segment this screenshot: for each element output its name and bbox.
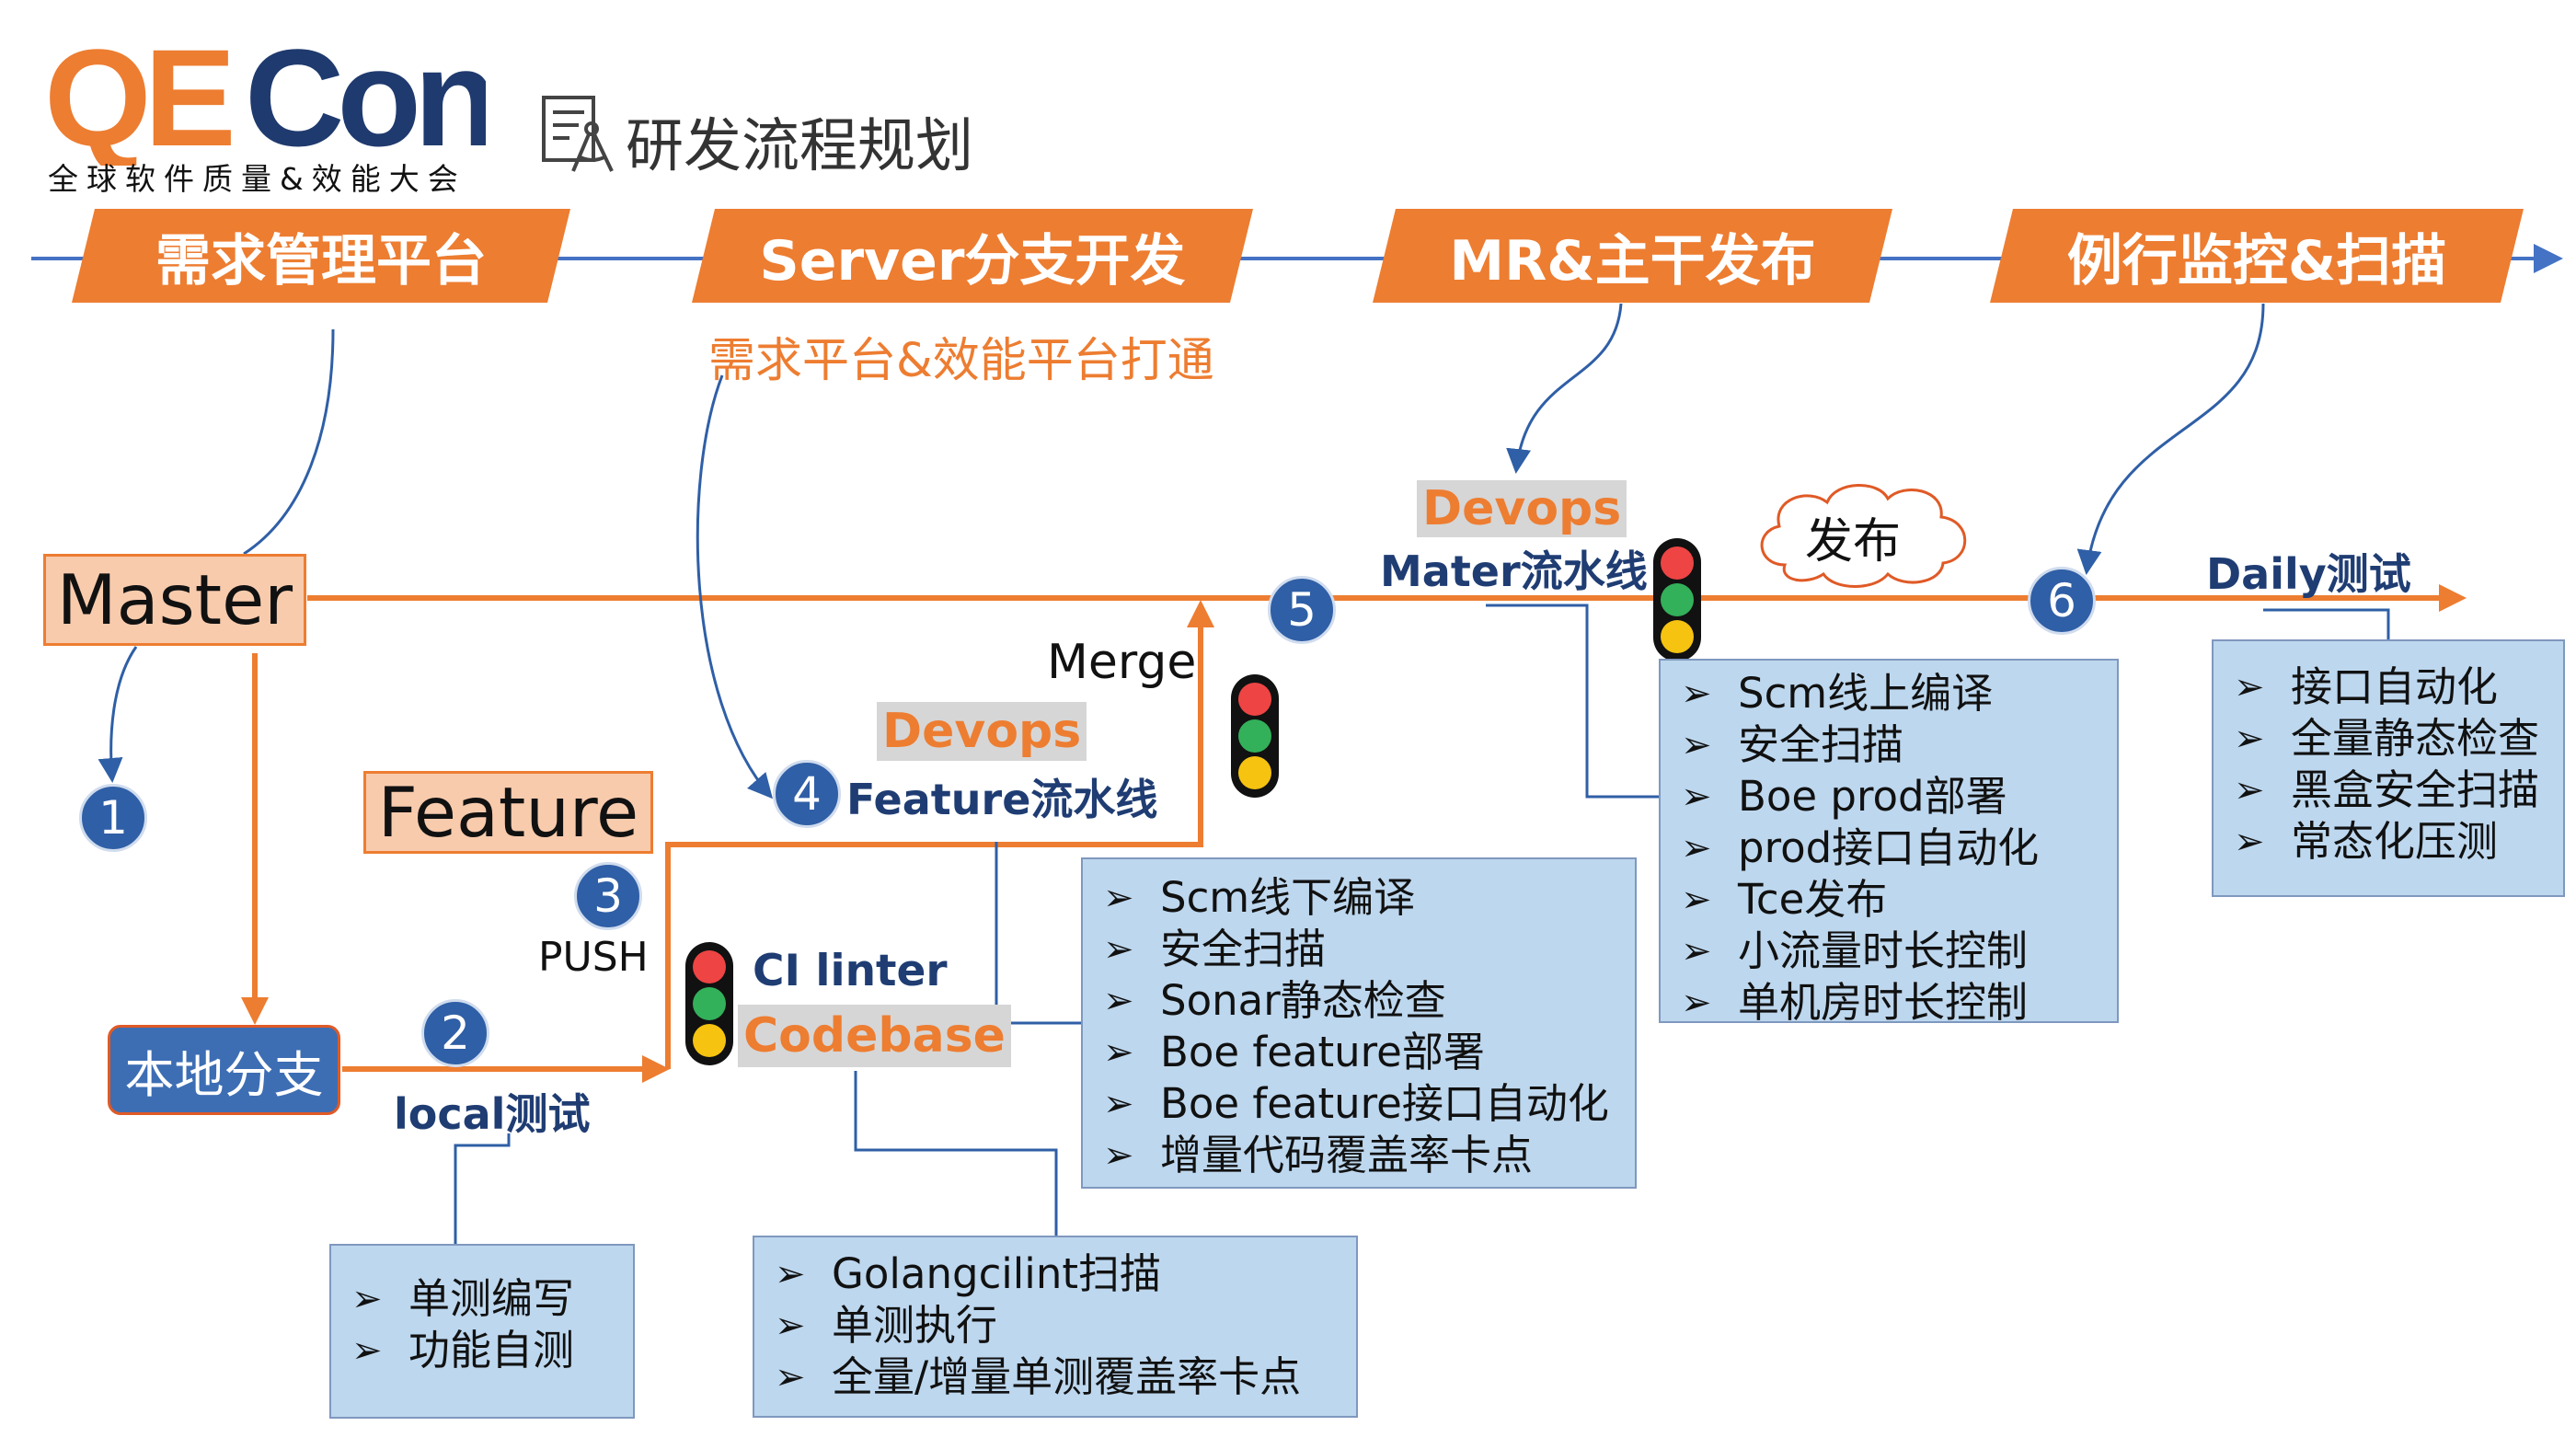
step-2-badge: 2 [421, 999, 489, 1067]
feature-pipeline-to-panel [995, 842, 1086, 1025]
master-pipeline-panel: ➢Scm线上编译 ➢安全扫描 ➢Boe prod部署 ➢prod接口自动化 ➢T… [1659, 659, 2119, 1027]
banner-requirements: 需求管理平台 [72, 209, 570, 303]
curve-mr-to-devops [1506, 303, 1623, 474]
step-6-badge: 6 [2028, 567, 2096, 635]
bullet-arrow-icon: ➢ [351, 1329, 383, 1372]
daily-test-panel: ➢接口自动化 ➢全量静态检查 ➢黑盒安全扫描 ➢常态化压测 [2212, 639, 2565, 897]
bullet-arrow-icon: ➢ [2234, 718, 2265, 760]
panel-item: ➢安全扫描 [1103, 925, 1327, 973]
local-test-panel: ➢单测编写 ➢功能自测 [329, 1244, 635, 1419]
panel-item: ➢Sonar静态检查 [1103, 976, 1446, 1025]
bullet-arrow-icon: ➢ [1103, 980, 1134, 1022]
banner-server-branch: Server分支开发 [692, 209, 1253, 303]
bullet-arrow-icon: ➢ [1103, 877, 1134, 919]
push-to-feature-line [665, 600, 1214, 1069]
bullet-arrow-icon: ➢ [1681, 724, 1712, 766]
bullet-arrow-icon: ➢ [1681, 776, 1712, 818]
panel-item: ➢Scm线上编译 [1681, 669, 1994, 718]
bullet-arrow-icon: ➢ [775, 1253, 806, 1295]
curve-monitor-to-6 [2076, 303, 2265, 575]
curve-master-to-1 [98, 646, 138, 783]
panel-item: ➢Tce发布 [1681, 875, 1888, 924]
step-1-badge: 1 [79, 784, 147, 852]
release-label: 发布 [1805, 514, 1902, 569]
panel-item: ➢Boe feature部署 [1103, 1028, 1485, 1076]
bullet-arrow-icon: ➢ [775, 1305, 806, 1347]
panel-item: ➢Boe feature接口自动化 [1103, 1079, 1609, 1128]
master-node: Master [43, 554, 306, 646]
merge-label: Merge [1047, 635, 1197, 690]
curve-subtitle-to-4 [696, 374, 773, 799]
step-3-badge: 3 [574, 862, 642, 930]
panel-item: ➢常态化压测 [2234, 817, 2499, 866]
bullet-arrow-icon: ➢ [1103, 1083, 1134, 1125]
bullet-arrow-icon: ➢ [1681, 879, 1712, 921]
panel-item: ➢prod接口自动化 [1681, 823, 2040, 872]
devops-feature-label: Devops [877, 702, 1087, 761]
panel-item: ➢接口自动化 [2234, 662, 2499, 711]
bullet-arrow-icon: ➢ [775, 1356, 806, 1398]
qecon-logo: QE Con [44, 37, 486, 166]
bullet-arrow-icon: ➢ [2234, 821, 2265, 863]
daily-test-label: Daily测试 [2206, 549, 2411, 599]
traffic-light-merge-icon [1231, 674, 1279, 798]
codebase-to-panel [854, 1071, 1058, 1237]
svg-text:Con: Con [245, 37, 486, 166]
panel-item: ➢全量静态检查 [2234, 714, 2540, 763]
panel-item: ➢功能自测 [351, 1326, 575, 1374]
panel-item: ➢安全扫描 [1681, 720, 1904, 769]
local-test-label: local测试 [394, 1089, 591, 1139]
codebase-panel: ➢Golangcilint扫描 ➢单测执行 ➢全量/增量单测覆盖率卡点 [753, 1236, 1358, 1418]
banner-monitor-scan: 例行监控&扫描 [1990, 209, 2524, 303]
panel-item: ➢单机房时长控制 [1681, 978, 2029, 1027]
ci-linter-label: CI linter [753, 946, 948, 996]
bullet-arrow-icon: ➢ [1681, 673, 1712, 715]
bullet-arrow-icon: ➢ [1103, 1134, 1134, 1177]
logo-tagline: 全球软件质量&效能大会 [48, 161, 466, 197]
panel-item: ➢Golangcilint扫描 [775, 1249, 1161, 1298]
release-cloud-icon [1760, 484, 1967, 588]
bullet-arrow-icon: ➢ [1681, 930, 1712, 972]
banner-server-branch-label: Server分支开发 [759, 228, 1186, 293]
feature-pipeline-label: Feature流水线 [846, 775, 1158, 824]
banner-mr-release-label: MR&主干发布 [1449, 228, 1816, 293]
daily-to-panel [2263, 608, 2390, 639]
push-label: PUSH [538, 934, 649, 981]
panel-item: ➢Boe prod部署 [1681, 772, 2007, 821]
master-pipeline-label: Mater流水线 [1380, 546, 1648, 596]
curve-req-to-master [243, 328, 335, 556]
compass-document-icon [542, 96, 614, 172]
svg-text:QE: QE [44, 37, 232, 166]
bullet-arrow-icon: ➢ [351, 1278, 383, 1320]
traffic-light-ci-icon [685, 942, 733, 1065]
step-5-badge: 5 [1268, 576, 1336, 644]
platform-integration-note: 需求平台&效能平台打通 [708, 334, 1214, 388]
panel-item: ➢全量/增量单测覆盖率卡点 [775, 1352, 1302, 1401]
panel-item: ➢单测编写 [351, 1274, 575, 1323]
banner-monitor-scan-label: 例行监控&扫描 [2066, 228, 2447, 293]
banner-mr-release: MR&主干发布 [1373, 209, 1892, 303]
page-title: 研发流程规划 [626, 112, 973, 179]
master-pipeline-to-panel [1486, 604, 1696, 810]
bullet-arrow-icon: ➢ [1681, 827, 1712, 869]
panel-item: ➢小流量时长控制 [1681, 926, 2029, 975]
bullet-arrow-icon: ➢ [1103, 1031, 1134, 1074]
step-4-badge: 4 [773, 760, 841, 828]
panel-item: ➢Scm线下编译 [1103, 873, 1416, 922]
devops-master-label: Devops [1417, 480, 1627, 537]
feature-node: Feature [363, 771, 653, 854]
bullet-arrow-icon: ➢ [2234, 666, 2265, 708]
codebase-label: Codebase [738, 1005, 1011, 1067]
local-branch-node: 本地分支 [108, 1025, 340, 1115]
panel-item: ➢增量代码覆盖率卡点 [1103, 1131, 1534, 1179]
feature-pipeline-panel: ➢Scm线下编译 ➢安全扫描 ➢Sonar静态检查 ➢Boe feature部署… [1081, 857, 1637, 1189]
traffic-light-release-icon [1653, 538, 1701, 661]
local-test-to-panel [454, 1133, 511, 1244]
bullet-arrow-icon: ➢ [1681, 982, 1712, 1024]
banner-requirements-label: 需求管理平台 [155, 228, 487, 293]
panel-item: ➢单测执行 [775, 1301, 998, 1350]
panel-item: ➢黑盒安全扫描 [2234, 765, 2540, 814]
bullet-arrow-icon: ➢ [2234, 769, 2265, 811]
bullet-arrow-icon: ➢ [1103, 928, 1134, 971]
